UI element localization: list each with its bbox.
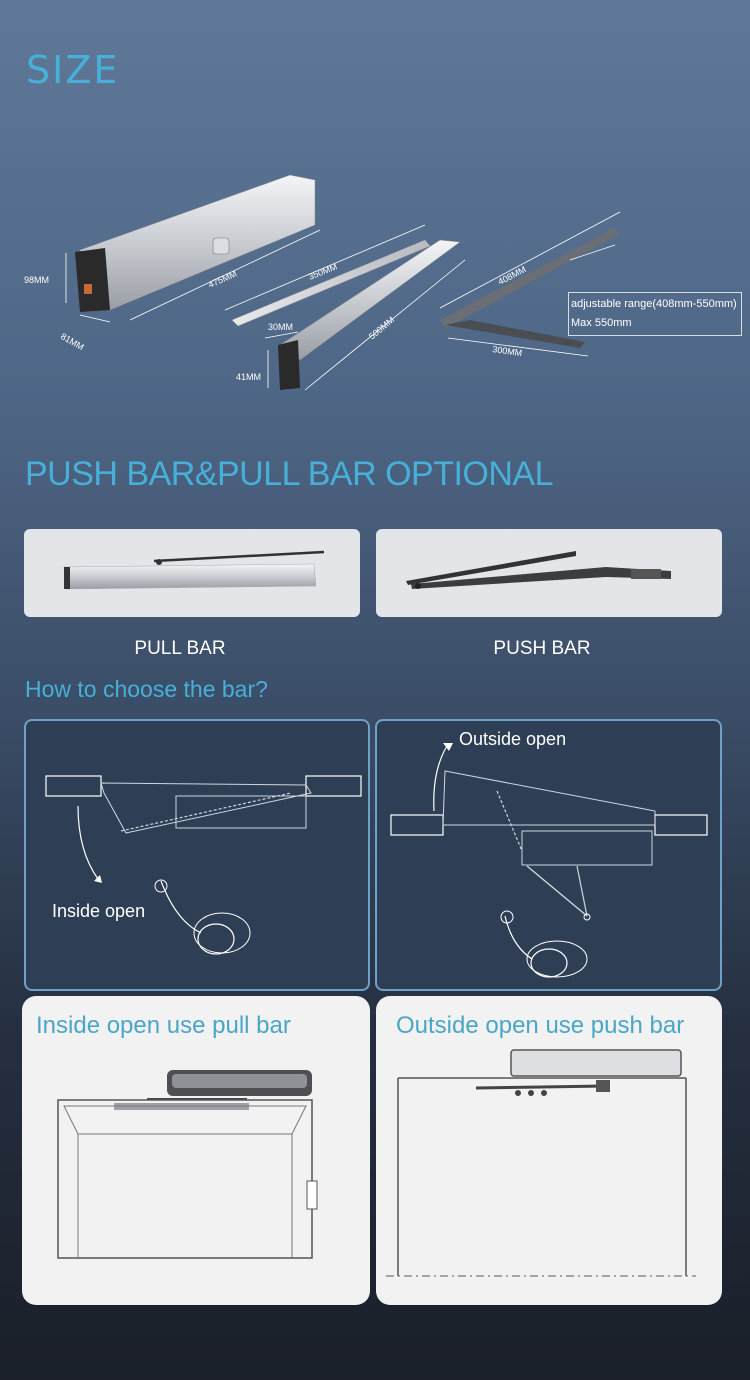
pull-bar-illustration xyxy=(63,550,325,590)
outside-door-frame xyxy=(386,1049,696,1277)
outside-open-diagram xyxy=(390,743,708,978)
outside-open-usage-card: Outside open use push bar xyxy=(376,996,722,1305)
pull-bar-label: PULL BAR xyxy=(134,638,226,659)
dim-41: 41MM xyxy=(236,372,261,382)
dim-30: 30MM xyxy=(268,322,293,332)
adjustable-range-line2: Max 550mm xyxy=(571,317,632,329)
inside-open-card: Inside open xyxy=(24,719,370,991)
pull-bar-card xyxy=(24,529,360,617)
inside-open-usage-card: Inside open use pull bar xyxy=(22,996,370,1305)
how-to-choose-title: How to choose the bar? xyxy=(25,676,268,702)
slide-channel xyxy=(264,239,466,391)
outside-open-card: Outside open xyxy=(375,719,722,991)
dim-475: 475MM xyxy=(207,268,238,289)
outside-open-label: Outside open xyxy=(459,729,567,749)
pull-arm xyxy=(224,224,431,327)
optional-section-title: PUSH BAR&PULL BAR OPTIONAL xyxy=(25,455,554,493)
push-bar-illustration xyxy=(406,551,671,589)
inside-open-diagram xyxy=(45,775,362,955)
dim-500: 500MM xyxy=(367,315,396,342)
dim-98: 98MM xyxy=(24,275,49,285)
inside-door-frame xyxy=(57,1070,318,1259)
outside-open-usage-title: Outside open use push bar xyxy=(396,1012,685,1039)
inside-open-usage-title: Inside open use pull bar xyxy=(36,1012,291,1039)
dim-300: 300MM xyxy=(492,344,523,358)
size-title: SIZE xyxy=(26,48,120,92)
adjustable-range-line1: adjustable range(408mm-550mm) xyxy=(571,298,737,310)
operator-body xyxy=(65,174,321,323)
inside-open-label: Inside open xyxy=(52,901,146,921)
push-bar-card xyxy=(376,529,722,617)
adjustable-range-note: adjustable range(408mm-550mm) Max 550mm xyxy=(568,292,742,336)
dim-81: 81MM xyxy=(59,331,86,352)
push-arm xyxy=(439,211,621,357)
size-diagram: 98MM 81MM 475MM 350MM 30MM 41MM 500MM 40… xyxy=(24,174,621,391)
push-bar-label: PUSH BAR xyxy=(493,638,591,659)
